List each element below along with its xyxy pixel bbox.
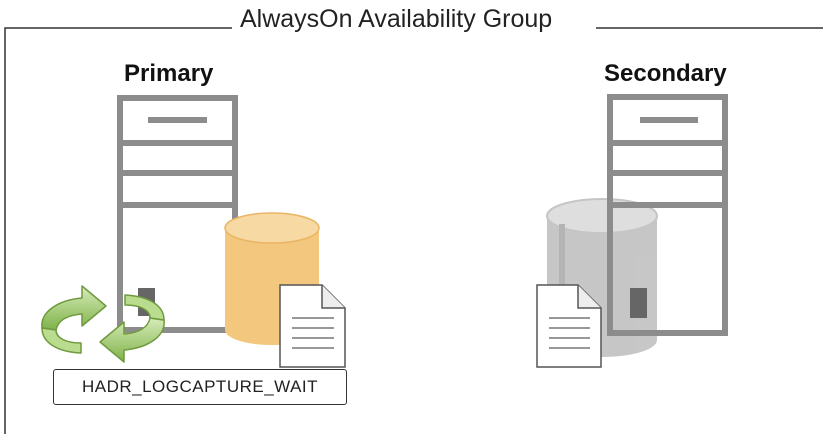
group-frame <box>4 27 823 434</box>
primary-server-icon <box>117 95 238 333</box>
sync-arrows-icon <box>41 285 165 363</box>
wait-type-label: HADR_LOGCAPTURE_WAIT <box>53 369 347 405</box>
availability-group-title: AlwaysOn Availability Group <box>232 4 561 34</box>
primary-log-document-icon <box>279 284 346 368</box>
secondary-server-icon <box>607 94 728 336</box>
secondary-server-indicator <box>630 288 647 318</box>
secondary-log-document-icon <box>536 284 602 368</box>
secondary-label: Secondary <box>604 60 727 87</box>
primary-label: Primary <box>124 60 214 87</box>
